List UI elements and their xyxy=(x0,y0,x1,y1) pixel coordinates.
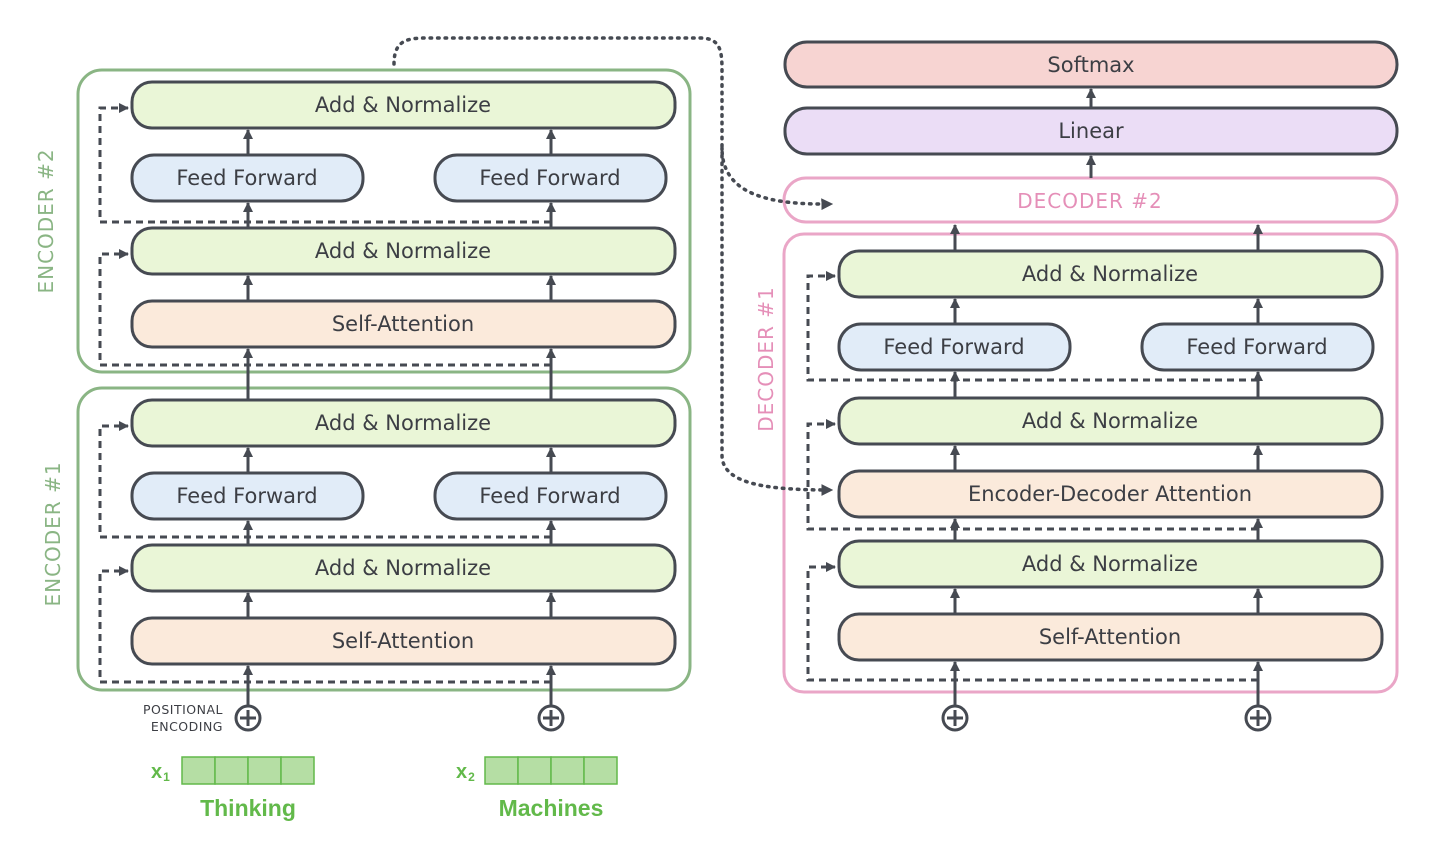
dec1-feed-forward-1-label: Feed Forward xyxy=(883,335,1024,359)
dec1-add-norm-bottom-label: Add & Normalize xyxy=(1022,552,1198,576)
flow-arrows xyxy=(242,87,1264,706)
enc1-feed-forward-2-label: Feed Forward xyxy=(479,484,620,508)
softmax-block xyxy=(783,40,1399,89)
encoder-2-container xyxy=(76,68,692,374)
residual-connections xyxy=(98,102,1258,684)
enc1-feed-forward-1-label: Feed Forward xyxy=(176,484,317,508)
plus-circle-icon xyxy=(1244,704,1272,732)
input-2-word: Machines xyxy=(499,795,604,821)
enc1-self-attention xyxy=(130,616,677,666)
enc2-add-norm-bottom xyxy=(130,226,677,276)
linear-label: Linear xyxy=(1058,119,1124,143)
input-1-symbol: x1 xyxy=(151,761,170,784)
dec1-add-norm-middle xyxy=(837,396,1384,446)
plus-circle-icon xyxy=(941,704,969,732)
input-2-symbol: x2 xyxy=(456,761,475,784)
encoder-2-title: ENCODER #2 xyxy=(34,148,58,293)
decoder-1-title: DECODER #1 xyxy=(754,286,778,432)
dec1-add-norm-top-label: Add & Normalize xyxy=(1022,262,1198,286)
enc1-add-norm-bottom-label: Add & Normalize xyxy=(315,556,491,580)
plus-circle-icon xyxy=(537,704,565,732)
enc1-add-norm-top-label: Add & Normalize xyxy=(315,411,491,435)
encoder-output-connection xyxy=(392,36,834,496)
enc2-self-attention-label: Self-Attention xyxy=(332,312,474,336)
pos-encoding-add-icons xyxy=(234,704,1272,732)
dec1-self-attention xyxy=(837,612,1384,662)
positional-encoding-label-1: POSITIONAL xyxy=(143,702,223,717)
dec1-add-norm-top xyxy=(837,249,1384,299)
enc2-add-norm-top xyxy=(130,80,677,130)
encoder-1-container xyxy=(76,386,692,692)
dec1-self-attention-label: Self-Attention xyxy=(1039,625,1181,649)
dec1-add-norm-middle-label: Add & Normalize xyxy=(1022,409,1198,433)
plus-circle-icon xyxy=(234,704,262,732)
enc2-self-attention xyxy=(130,299,677,349)
input-embedding-2 xyxy=(484,756,618,785)
input-1-word: Thinking xyxy=(200,795,296,821)
dec1-add-norm-bottom xyxy=(837,539,1384,589)
enc2-feed-forward-1-label: Feed Forward xyxy=(176,166,317,190)
enc1-self-attention-label: Self-Attention xyxy=(332,629,474,653)
enc2-add-norm-bottom-label: Add & Normalize xyxy=(315,239,491,263)
dec1-enc-dec-attention xyxy=(837,469,1384,519)
enc1-add-norm-bottom xyxy=(130,543,677,593)
enc2-feed-forward-2-label: Feed Forward xyxy=(479,166,620,190)
decoder-2-title: DECODER #2 xyxy=(1017,189,1163,213)
dec1-feed-forward-2-label: Feed Forward xyxy=(1186,335,1327,359)
decoder-1-container xyxy=(782,232,1399,694)
enc2-add-norm-top-label: Add & Normalize xyxy=(315,93,491,117)
dec1-enc-dec-attention-label: Encoder-Decoder Attention xyxy=(968,482,1252,506)
encoder-1-title: ENCODER #1 xyxy=(41,461,65,606)
positional-encoding-label-2: ENCODING xyxy=(151,719,223,734)
enc1-add-norm-top xyxy=(130,398,677,448)
softmax-label: Softmax xyxy=(1047,53,1134,77)
input-embedding-1 xyxy=(181,756,315,785)
